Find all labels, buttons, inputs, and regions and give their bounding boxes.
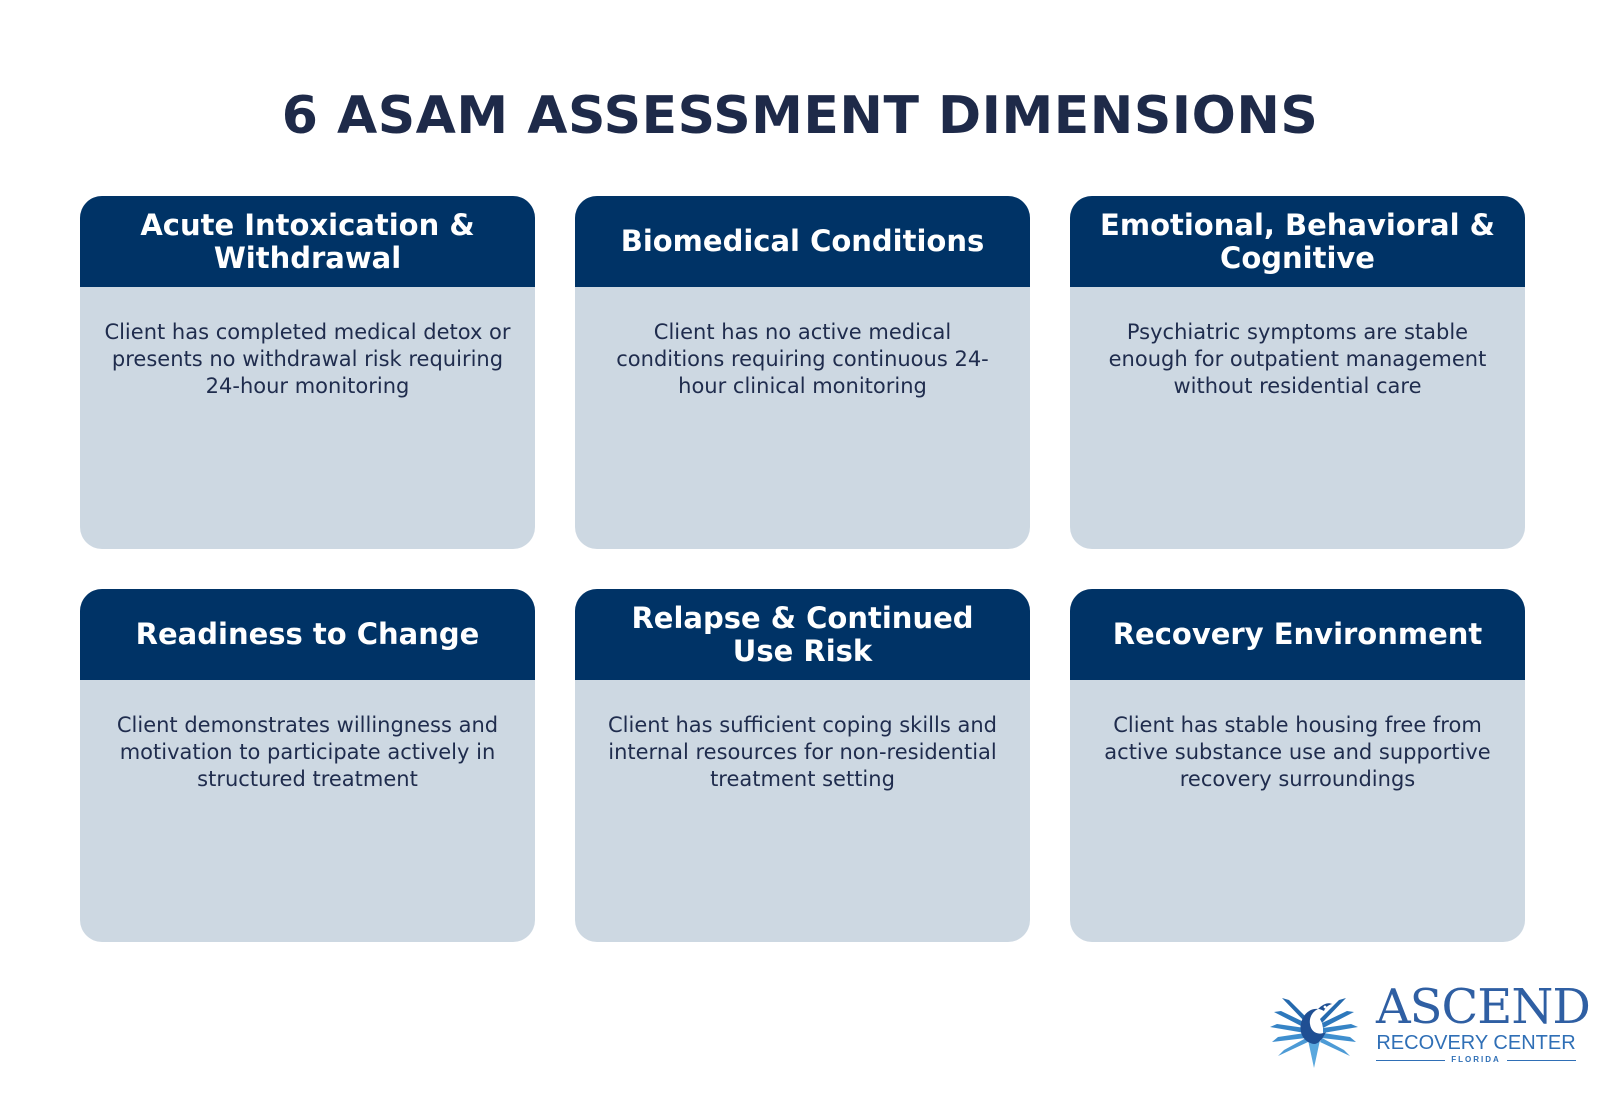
card-title: Recovery Environment [1112,617,1483,651]
card-description: Client demonstrates willingness and moti… [116,713,499,791]
card-header: Recovery Environment [1070,589,1525,680]
company-logo: ASCEND RECOVERY CENTER FLORIDA [1268,979,1591,1072]
page-title: 6 ASAM ASSESSMENT DIMENSIONS [281,86,1319,146]
card-body: Client has no active medical conditions … [575,287,1030,400]
card-header: Emotional, Behavioral & Cognitive [1070,196,1525,287]
card-body: Client has sufficient coping skills and … [575,680,1030,793]
divider [1376,1059,1446,1061]
dimension-card-recovery-environment: Recovery Environment Client has stable h… [1070,589,1525,942]
card-description: Client has completed medical detox or pr… [104,320,511,398]
card-title: Relapse & Continued Use Risk [631,600,974,668]
card-header: Relapse & Continued Use Risk [575,589,1030,680]
logo-subtitle: RECOVERY CENTER [1376,1032,1576,1054]
card-title: Acute Intoxication & Withdrawal [140,207,475,275]
logo-name: ASCEND [1376,979,1591,1035]
card-description: Psychiatric symptoms are stable enough f… [1108,320,1487,398]
logo-wordmark: ASCEND RECOVERY CENTER FLORIDA [1376,979,1591,1065]
dimensions-grid: Acute Intoxication & Withdrawal Client h… [80,196,1526,942]
card-body: Client demonstrates willingness and moti… [80,680,535,793]
card-title: Emotional, Behavioral & Cognitive [1100,207,1495,275]
card-title: Biomedical Conditions [620,224,985,258]
dimension-card-biomedical: Biomedical Conditions Client has no acti… [575,196,1030,549]
dimension-card-readiness: Readiness to Change Client demonstrates … [80,589,535,942]
phoenix-icon [1270,998,1358,1068]
logo-state: FLORIDA [1451,1055,1501,1064]
card-header: Readiness to Change [80,589,535,680]
card-header: Acute Intoxication & Withdrawal [80,196,535,287]
card-body: Client has stable housing free from acti… [1070,680,1525,793]
dimension-card-emotional: Emotional, Behavioral & Cognitive Psychi… [1070,196,1525,549]
card-header: Biomedical Conditions [575,196,1030,287]
card-description: Client has no active medical conditions … [616,320,989,398]
card-description: Client has stable housing free from acti… [1104,713,1491,791]
card-title: Readiness to Change [135,617,480,651]
dimension-card-relapse: Relapse & Continued Use Risk Client has … [575,589,1030,942]
card-body: Client has completed medical detox or pr… [80,287,535,400]
logo-state-row: FLORIDA [1376,1055,1576,1065]
dimension-card-acute-intoxication: Acute Intoxication & Withdrawal Client h… [80,196,535,549]
card-description: Client has sufficient coping skills and … [608,713,997,791]
divider [1506,1059,1576,1061]
card-body: Psychiatric symptoms are stable enough f… [1070,287,1525,400]
